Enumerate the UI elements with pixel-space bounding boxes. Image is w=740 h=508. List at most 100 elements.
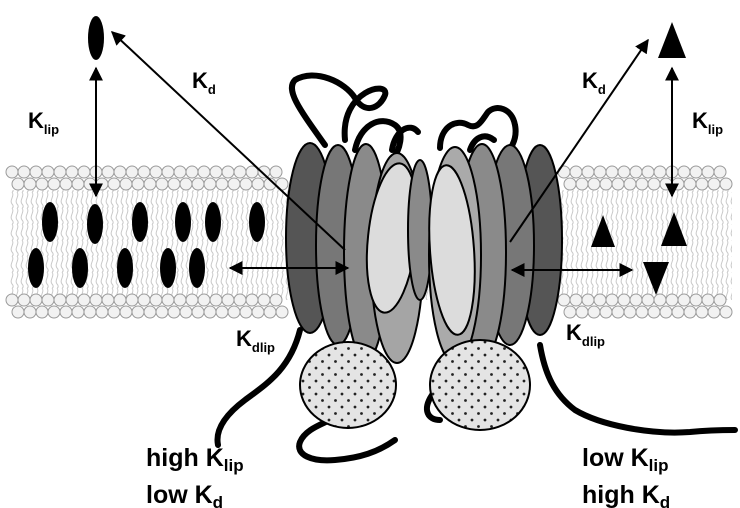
lipid-head [108,178,120,190]
lipid-head [132,178,144,190]
lipid-head [216,306,228,318]
caption-right-line1: low Klip [582,444,669,475]
lipid-head [174,294,186,306]
label-left-klip: Klip [28,108,59,137]
lipid-head [96,306,108,318]
lipid-head [636,178,648,190]
ellipse-ligand-icon [87,204,103,244]
left-intracellular-domain [300,342,396,428]
lipid-head [258,294,270,306]
lipid-head [636,306,648,318]
lipid-head [60,178,72,190]
lipid-head [690,294,702,306]
lipid-head [618,166,630,178]
lipid-head [690,166,702,178]
right-intracellular-domain [430,340,530,430]
lipid-head [678,166,690,178]
lipid-head [204,178,216,190]
lipid-head [696,178,708,190]
lipid-head [198,294,210,306]
lipid-head [48,178,60,190]
lipid-head [108,306,120,318]
lipid-head [570,166,582,178]
lipid-head [12,178,24,190]
right-c-terminus [540,345,735,433]
lipid-head [72,178,84,190]
lipid-head [156,306,168,318]
lipid-head [6,294,18,306]
lipid-head [174,166,186,178]
lipid-head [708,178,720,190]
lipid-head [252,306,264,318]
lipid-head [654,166,666,178]
lipid-head [48,306,60,318]
lipid-head [210,294,222,306]
lipid-head [270,166,282,178]
lipid-head [78,294,90,306]
lipid-head [102,294,114,306]
lipid-head [126,294,138,306]
lipid-head [606,166,618,178]
lipid-head [180,306,192,318]
label-right-kdlip: Kdlip [566,320,605,349]
lipid-head [42,294,54,306]
ellipse-ligand-icon [117,248,133,288]
lipid-head [240,178,252,190]
lipid-head [186,166,198,178]
lipid-head [18,166,30,178]
label-left-kdlip: Kdlip [236,326,275,355]
lipid-head [654,294,666,306]
lipid-head [24,178,36,190]
ellipse-ligand-icon [28,248,44,288]
lipid-head [90,294,102,306]
lipid-head [576,178,588,190]
lipid-head [618,294,630,306]
triangle-ligand-icon [658,22,686,58]
lipid-head [96,178,108,190]
lipid-head [606,294,618,306]
lipid-head [228,178,240,190]
lipid-head [120,306,132,318]
lipid-head [240,306,252,318]
label-right-kd: Kd [582,68,606,97]
lipid-head [660,178,672,190]
lipid-head [714,294,726,306]
lipid-head [714,166,726,178]
lipid-head [576,306,588,318]
lipid-head [642,294,654,306]
lipid-head [630,294,642,306]
lipid-head [120,178,132,190]
lipid-head [642,166,654,178]
lipid-head [192,178,204,190]
lipid-head [210,166,222,178]
lipid-head [684,178,696,190]
ellipse-ligand-icon [205,202,221,242]
lipid-head [666,294,678,306]
lipid-head [204,306,216,318]
lipid-head [588,306,600,318]
lipid-head [24,306,36,318]
lipid-head [36,178,48,190]
lipid-head [6,166,18,178]
lipid-head [138,294,150,306]
lipid-head [594,166,606,178]
label-left-kd: Kd [192,68,216,97]
lipid-head [624,178,636,190]
lipid-head [600,306,612,318]
lipid-head [258,166,270,178]
ellipse-ligand-icon [189,248,205,288]
lipid-head [246,294,258,306]
lipid-head [648,306,660,318]
lipid-head [720,178,732,190]
lipid-head [264,306,276,318]
ellipse-ligand-icon [175,202,191,242]
lipid-head [30,166,42,178]
lipid-head [72,306,84,318]
lipid-head [66,166,78,178]
lipid-head [54,166,66,178]
lipid-head [30,294,42,306]
lipid-head [198,166,210,178]
lipid-head [144,306,156,318]
lipid-head [36,306,48,318]
